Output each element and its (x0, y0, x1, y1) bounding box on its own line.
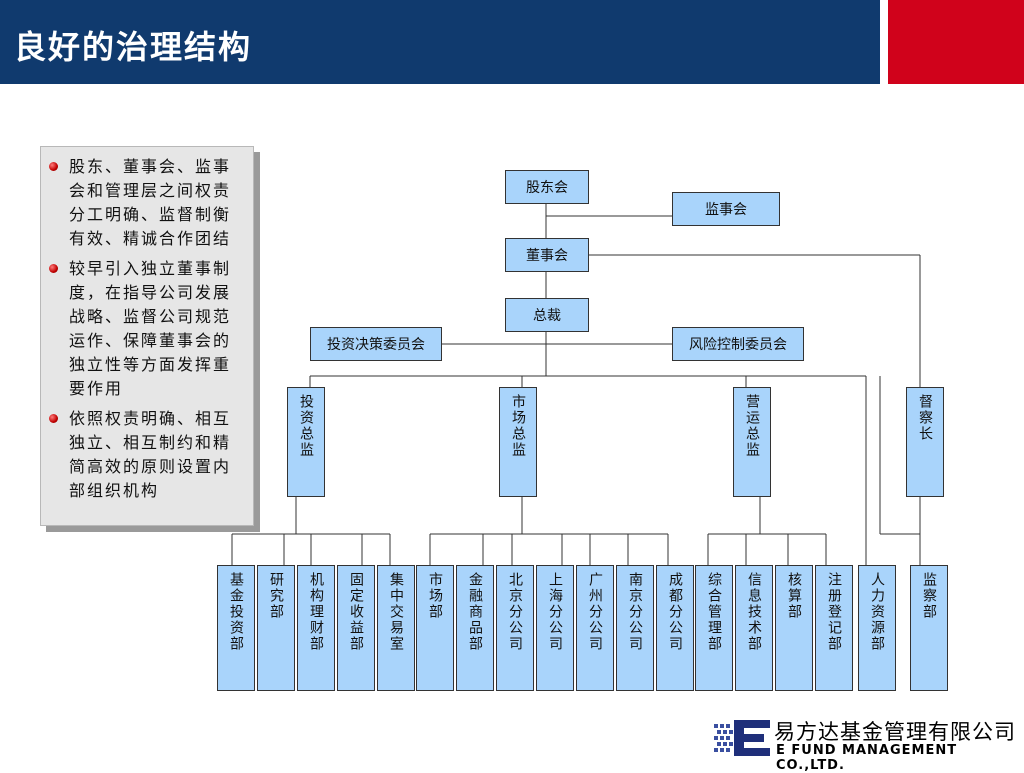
org-department-box: 广州分公司 (576, 565, 614, 691)
org-department-box: 成都分公司 (656, 565, 694, 691)
bullet-text: 较早引入独立董事制度，在指导公司发展战略、监督公司规范运作、保障董事会的独立性等… (69, 259, 232, 398)
org-department-box: 上海分公司 (536, 565, 574, 691)
bullet-dot-icon (49, 264, 58, 273)
org-shareholders-box: 股东会 (505, 170, 589, 204)
org-department-box: 南京分公司 (616, 565, 654, 691)
org-department-box: 北京分公司 (496, 565, 534, 691)
page-title: 良好的治理结构 (14, 28, 253, 66)
org-department-box: 注册登记部 (815, 565, 853, 691)
org-department-box: 集中交易室 (377, 565, 415, 691)
bullet-item: 股东、董事会、监事会和管理层之间权责分工明确、监督制衡有效、精诚合作团结 (49, 155, 247, 251)
bullet-item: 较早引入独立董事制度，在指导公司发展战略、监督公司规范运作、保障董事会的独立性等… (49, 257, 247, 401)
org-president-box: 总裁 (505, 298, 589, 332)
bullet-box: 股东、董事会、监事会和管理层之间权责分工明确、监督制衡有效、精诚合作团结 较早引… (40, 146, 254, 526)
org-cio-box: 投资总监 (287, 387, 325, 497)
bullet-text: 依照权责明确、相互独立、相互制约和精简高效的原则设置内部组织机构 (69, 409, 232, 500)
org-department-box: 核算部 (775, 565, 813, 691)
org-supervisors-box: 监事会 (672, 192, 780, 226)
org-department-box: 研究部 (257, 565, 295, 691)
bullet-item: 依照权责明确、相互独立、相互制约和精简高效的原则设置内部组织机构 (49, 407, 247, 503)
bullet-text: 股东、董事会、监事会和管理层之间权责分工明确、监督制衡有效、精诚合作团结 (69, 157, 232, 248)
title-divider (880, 0, 888, 84)
bullet-dot-icon (49, 162, 58, 171)
org-risk-committee-box: 风险控制委员会 (672, 327, 804, 361)
efund-logo-icon (714, 720, 770, 756)
org-cmo-box: 市场总监 (499, 387, 537, 497)
org-department-box: 综合管理部 (695, 565, 733, 691)
bullet-dot-icon (49, 414, 58, 423)
logo-company-name-en: E FUND MANAGEMENT CO.,LTD. (776, 743, 958, 773)
org-inspector-box: 督察长 (906, 387, 944, 497)
org-department-box: 基金投资部 (217, 565, 255, 691)
org-department-box: 金融商品部 (456, 565, 494, 691)
org-department-box: 固定收益部 (337, 565, 375, 691)
org-department-box: 市场部 (416, 565, 454, 691)
org-board-box: 董事会 (505, 238, 589, 272)
org-department-box: 信息技术部 (735, 565, 773, 691)
title-bar: 良好的治理结构 (0, 0, 880, 84)
org-department-box: 监察部 (910, 565, 948, 691)
org-invest-committee-box: 投资决策委员会 (310, 327, 442, 361)
logo-company-name-cn: 易方达基金管理有限公司 (774, 720, 1016, 744)
org-department-box: 人力资源部 (858, 565, 896, 691)
accent-block (888, 0, 1024, 84)
org-coo-box: 营运总监 (733, 387, 771, 497)
org-department-box: 机构理财部 (297, 565, 335, 691)
